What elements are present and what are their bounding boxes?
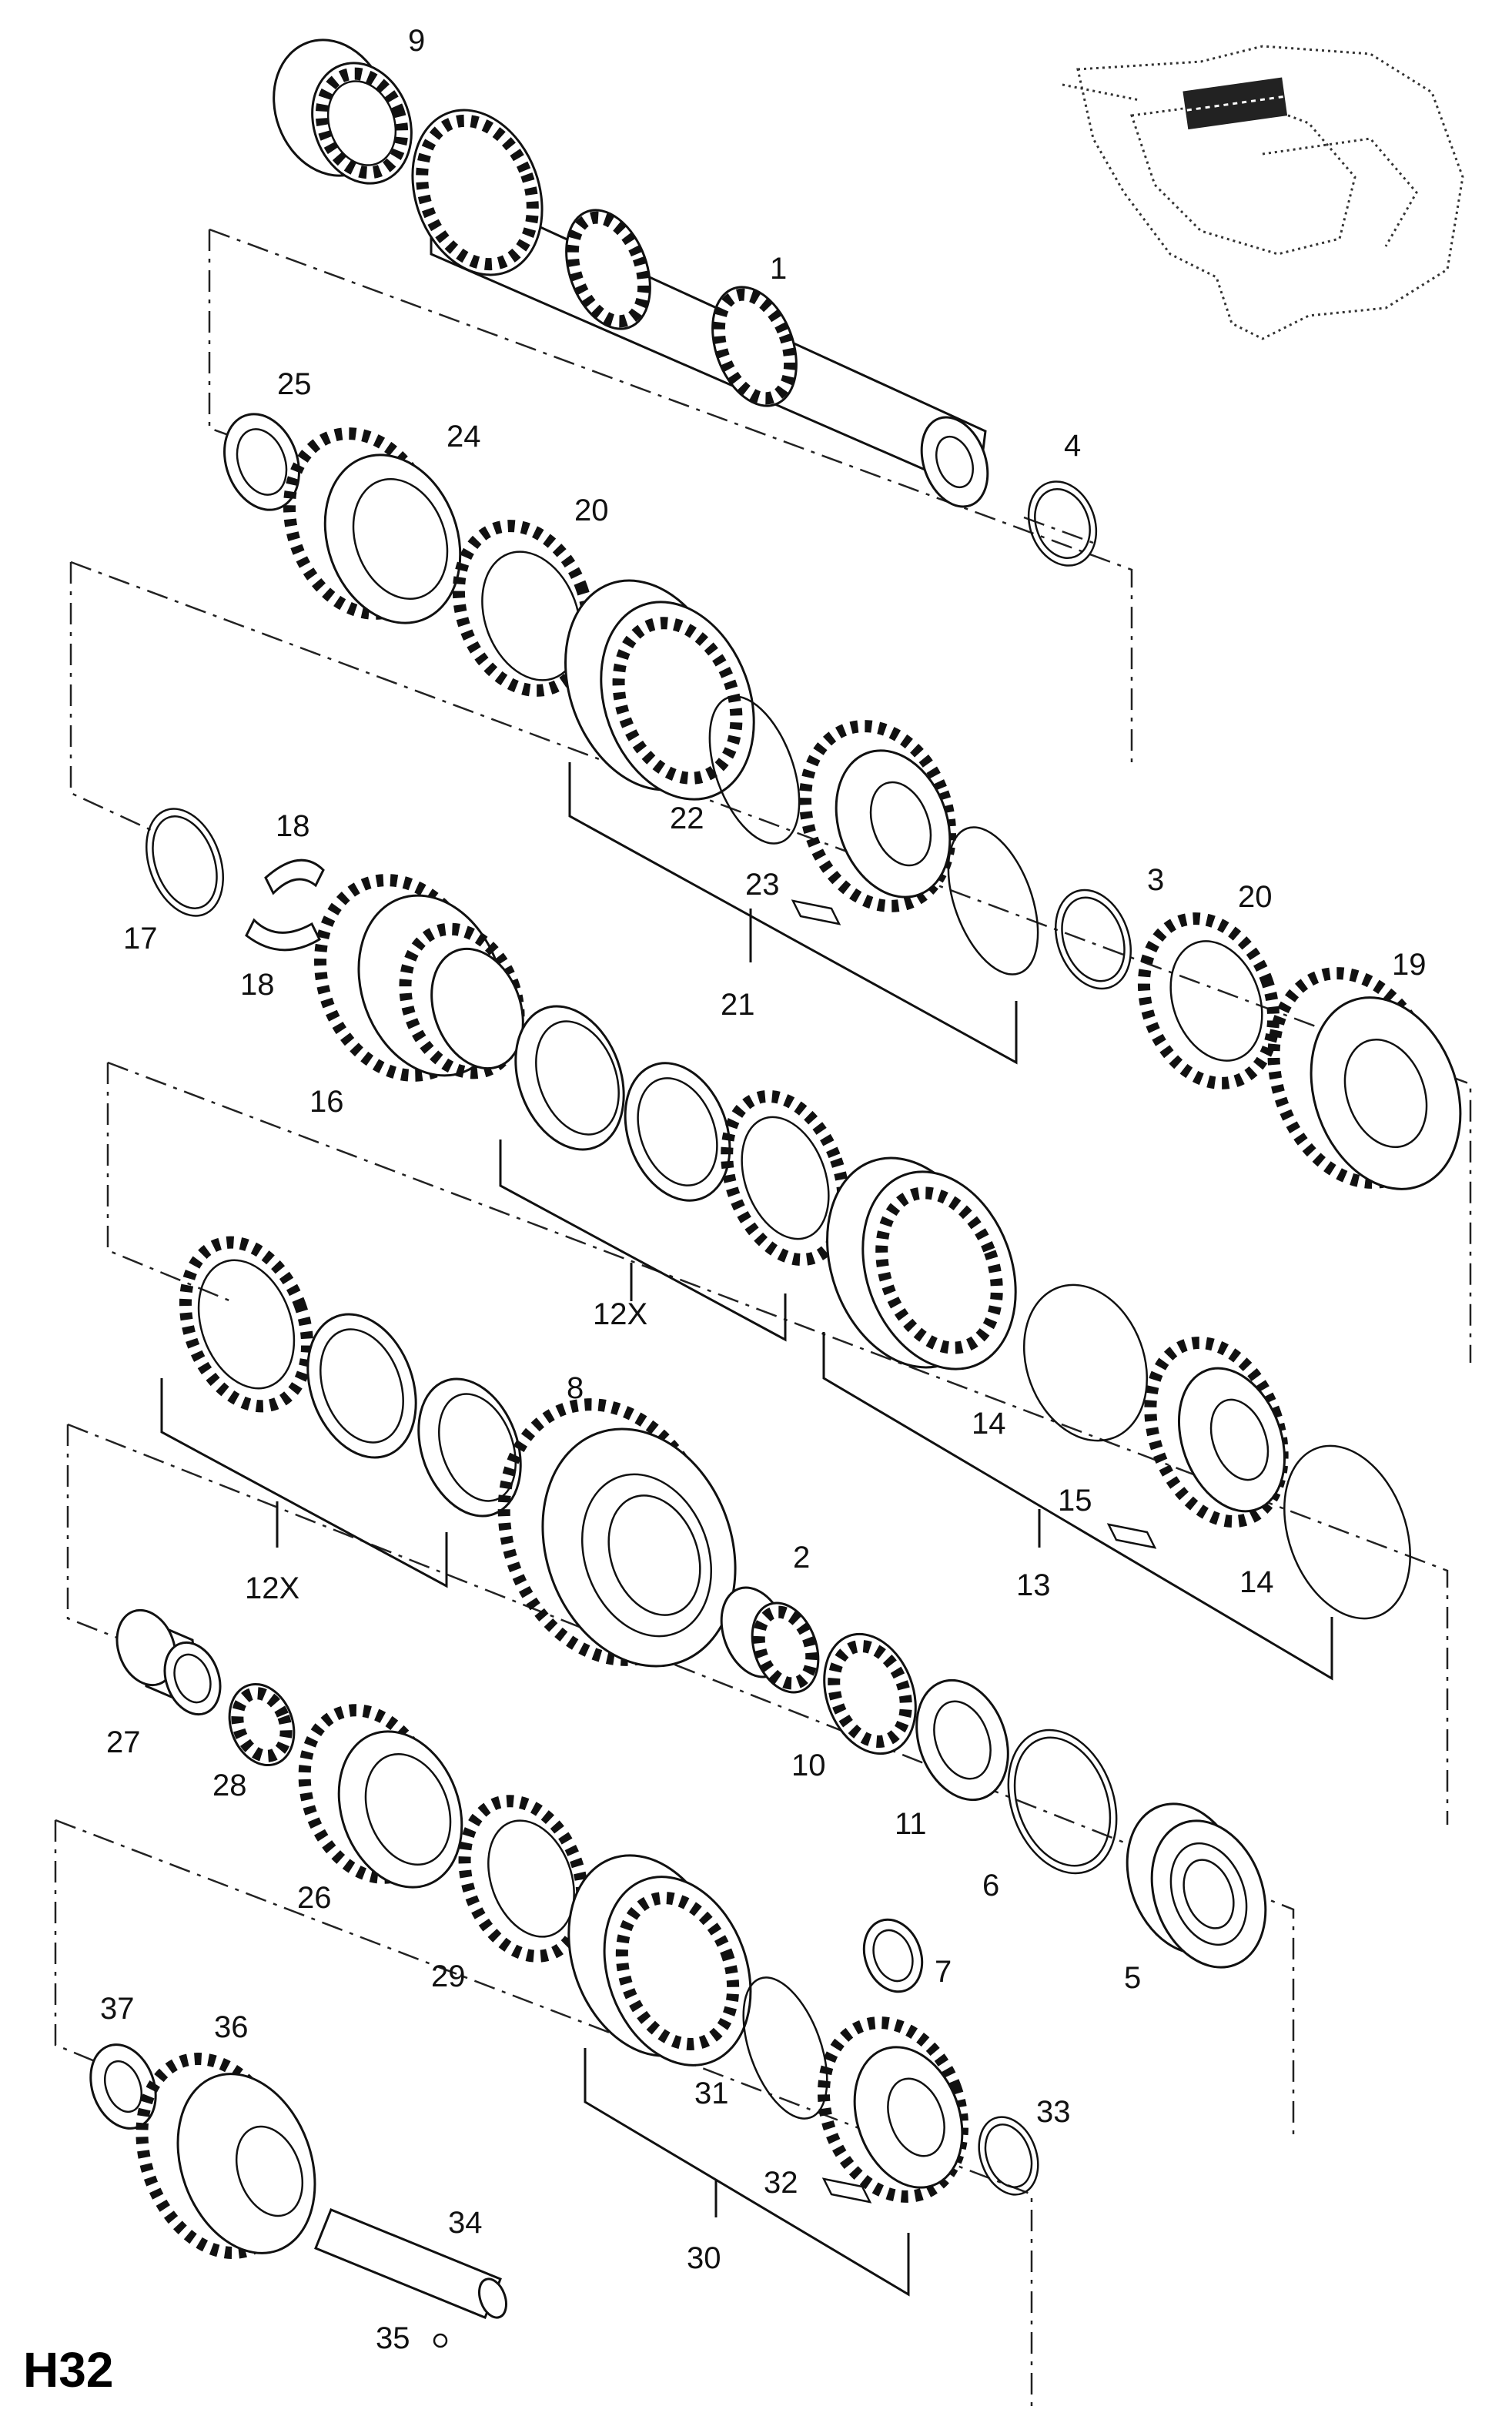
part-6-circlip — [1007, 1729, 1118, 1875]
part-23-key — [791, 899, 841, 925]
part-sleeve-middle — [826, 1156, 1017, 1370]
part-label: 27 — [106, 1725, 141, 1759]
part-label: 8 — [567, 1371, 584, 1405]
part-label: 12X — [593, 1297, 647, 1331]
part-9-needle-bearing — [273, 38, 413, 185]
group-brackets — [160, 762, 1333, 2297]
part-label: 30 — [687, 2241, 721, 2275]
part-label: 1 — [770, 252, 787, 286]
part-label: 37 — [100, 1992, 135, 2026]
part-label: 16 — [309, 1085, 344, 1119]
part-28-needle-bearing — [228, 1682, 296, 1767]
part-12x-ring-set-lower — [179, 1236, 522, 1518]
part-label: 22 — [670, 802, 704, 835]
part-16-gear — [314, 874, 525, 1082]
part-label: 25 — [277, 367, 312, 401]
part-label: 18 — [240, 968, 275, 1002]
part-3-snap-ring — [1054, 889, 1132, 990]
part-label: 35 — [376, 2321, 410, 2355]
part-27-bushing — [115, 1608, 222, 1716]
part-15-key — [1106, 1523, 1157, 1549]
bracket-13 — [822, 1332, 1333, 1681]
part-label: 33 — [1036, 2095, 1071, 2129]
bracket-30 — [584, 2048, 910, 2297]
part-25-ring — [223, 413, 300, 511]
part-sleeve-lower — [567, 1854, 752, 2067]
part-18-half-bearing — [264, 858, 325, 895]
part-5-ball-bearing — [1126, 1802, 1267, 1969]
part-label: 9 — [408, 24, 425, 58]
part-20-synchro-ring-b — [1137, 912, 1280, 1089]
part-label: 6 — [982, 1869, 999, 1903]
part-label: 4 — [1064, 429, 1081, 463]
part-17-ring — [146, 808, 224, 917]
parts — [89, 38, 1462, 2348]
part-36-gear — [135, 2053, 316, 2259]
bracket-12x-upper — [499, 1140, 787, 1342]
part-22-plate-b — [947, 826, 1039, 976]
part-33-circlip — [978, 2116, 1039, 2196]
part-label: 12X — [245, 1571, 299, 1605]
part-1-main-shaft — [411, 109, 989, 508]
diagram-code: H32 — [23, 2342, 113, 2398]
part-label: 20 — [574, 494, 609, 527]
part-label: 3 — [1147, 863, 1164, 897]
part-label: 36 — [214, 2010, 249, 2044]
part-label: 20 — [1238, 880, 1273, 914]
part-hub-middle — [1144, 1336, 1289, 1528]
part-34-shaft — [314, 2208, 507, 2319]
part-label: 7 — [935, 1955, 952, 1989]
part-label: 5 — [1124, 1961, 1141, 1995]
part-label: 34 — [448, 2206, 483, 2240]
part-label: 31 — [694, 2077, 729, 2110]
part-29-synchro-ring — [458, 1795, 589, 1963]
part-label: 13 — [1016, 1568, 1051, 1602]
part-20-synchro-ring — [452, 520, 595, 697]
part-8-gear — [497, 1398, 737, 1668]
part-label: 19 — [1392, 948, 1427, 982]
part-label: 14 — [972, 1407, 1006, 1441]
part-label: 24 — [447, 420, 481, 453]
part-label: 15 — [1058, 1484, 1092, 1518]
part-14-circlip — [1022, 1283, 1149, 1442]
part-sleeve-upper — [564, 579, 755, 801]
part-11-washer — [915, 1678, 1009, 1802]
part-label: 23 — [745, 868, 780, 902]
part-32-key — [821, 2177, 872, 2204]
part-label: 32 — [764, 2166, 798, 2200]
part-label: 17 — [123, 922, 158, 955]
part-label: 2 — [793, 1541, 810, 1575]
part-12x-ring-set-upper — [514, 1005, 850, 1267]
part-2-needle-bearing — [720, 1586, 820, 1694]
part-4-snap-ring — [1027, 480, 1098, 567]
part-hub-lower — [817, 2016, 969, 2203]
gearbox-assembly-icon — [1062, 45, 1464, 340]
part-7-ring — [862, 1918, 924, 1993]
part-14-circlip-b — [1283, 1444, 1411, 1620]
part-hub-upper — [798, 720, 957, 912]
part-label: 14 — [1239, 1565, 1274, 1599]
part-label: 29 — [431, 1959, 466, 1993]
part-label: 26 — [297, 1881, 332, 1915]
bracket-12x-lower — [160, 1378, 448, 1588]
part-31-plate — [742, 1976, 828, 2120]
part-22-plate — [708, 695, 801, 845]
part-24-gear — [283, 427, 462, 624]
part-26-gear — [298, 1704, 463, 1889]
part-label: 10 — [791, 1749, 826, 1782]
part-label: 11 — [895, 1807, 927, 1841]
part-35-ball — [433, 2333, 448, 2348]
part-label: 18 — [276, 809, 310, 843]
part-19-gear — [1267, 967, 1462, 1190]
bracket-21 — [568, 762, 1018, 1065]
part-label: 21 — [721, 988, 755, 1022]
part-label: 28 — [212, 1769, 247, 1802]
guide-lines — [54, 228, 1472, 2410]
